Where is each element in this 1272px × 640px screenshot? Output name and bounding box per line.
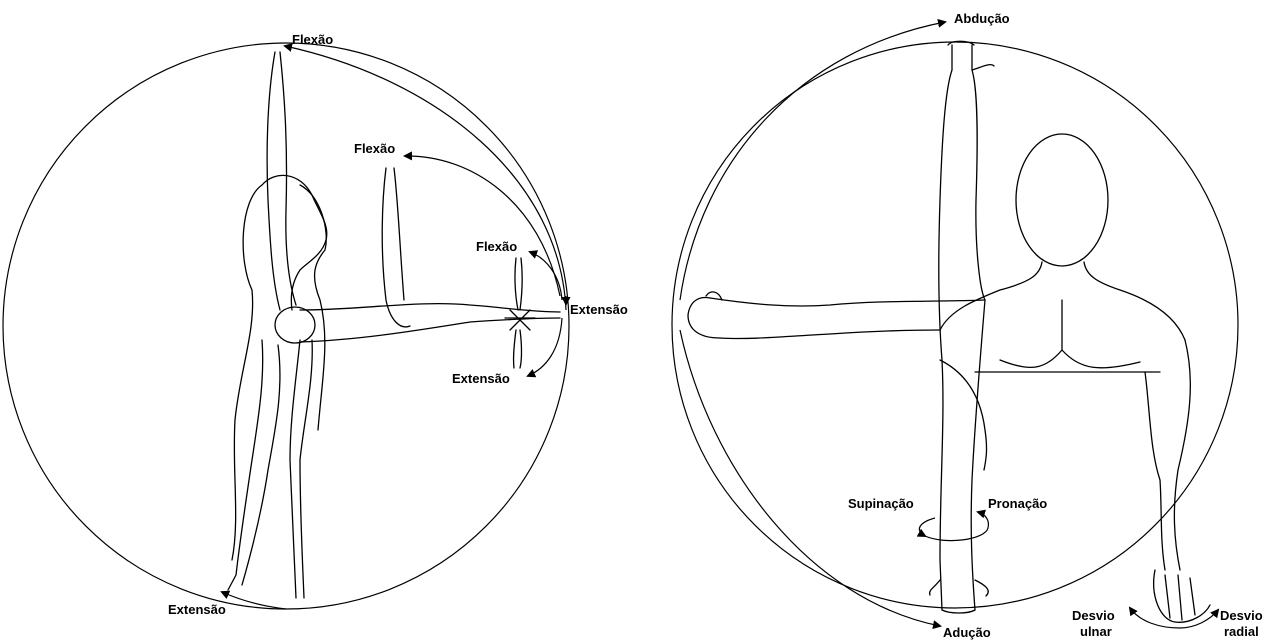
- left-raised-arm: [267, 52, 296, 310]
- left-mid-arc-flexion: [405, 156, 560, 296]
- label-desvio-ulnar-2: ulnar: [1080, 624, 1112, 639]
- right-abduction-arc: [680, 22, 945, 300]
- left-mid-forearm: [382, 168, 410, 327]
- label-desvio-ulnar-1: Desvio: [1072, 608, 1115, 623]
- left-bottom-arc-extension: [222, 592, 286, 609]
- left-diagram: Flexão Flexão Flexão Extensão Extensão E…: [3, 32, 628, 617]
- right-vertical-arm: [939, 45, 985, 610]
- right-hanging-arm: [1145, 340, 1190, 570]
- right-range-circle: [672, 42, 1238, 608]
- right-chest: [975, 300, 1160, 372]
- left-leg-back: [290, 340, 312, 598]
- label-desvio-radial-2: radial: [1224, 624, 1259, 639]
- right-hand: [1154, 570, 1210, 622]
- left-hand-flex: [505, 258, 535, 368]
- right-adduction-arc: [680, 330, 940, 626]
- label-flexao-mid: Flexão: [354, 141, 395, 156]
- label-supinacao: Supinação: [848, 496, 914, 511]
- left-small-arc-extension: [528, 318, 562, 376]
- label-abducao: Abdução: [954, 11, 1010, 26]
- left-leg-front: [228, 340, 280, 590]
- right-diagram: Abdução Adução Supinação Pronação Desvio…: [672, 11, 1263, 640]
- label-flexao-top: Flexão: [292, 32, 333, 47]
- label-flexao-small: Flexão: [476, 239, 517, 254]
- right-hip-lines: [940, 360, 987, 470]
- label-extensao-right: Extensão: [570, 302, 628, 317]
- right-vertical-hand-top: [948, 41, 994, 70]
- right-rotation-left: [919, 518, 935, 536]
- label-pronacao: Pronação: [988, 496, 1047, 511]
- label-aducao: Adução: [943, 625, 991, 640]
- label-desvio-radial-1: Desvio: [1220, 608, 1263, 623]
- left-big-arc-flexion: [285, 46, 566, 310]
- left-figure: [228, 52, 560, 598]
- right-head: [1016, 134, 1108, 266]
- left-shoulder-joint: [275, 307, 315, 343]
- label-extensao-bottom: Extensão: [168, 602, 226, 617]
- right-desvio-arc-right: [1180, 610, 1218, 628]
- right-rotation-right: [925, 512, 988, 541]
- right-desvio-arc-left: [1130, 608, 1180, 628]
- label-extensao-small: Extensão: [452, 371, 510, 386]
- right-horizontal-arm: [710, 298, 985, 339]
